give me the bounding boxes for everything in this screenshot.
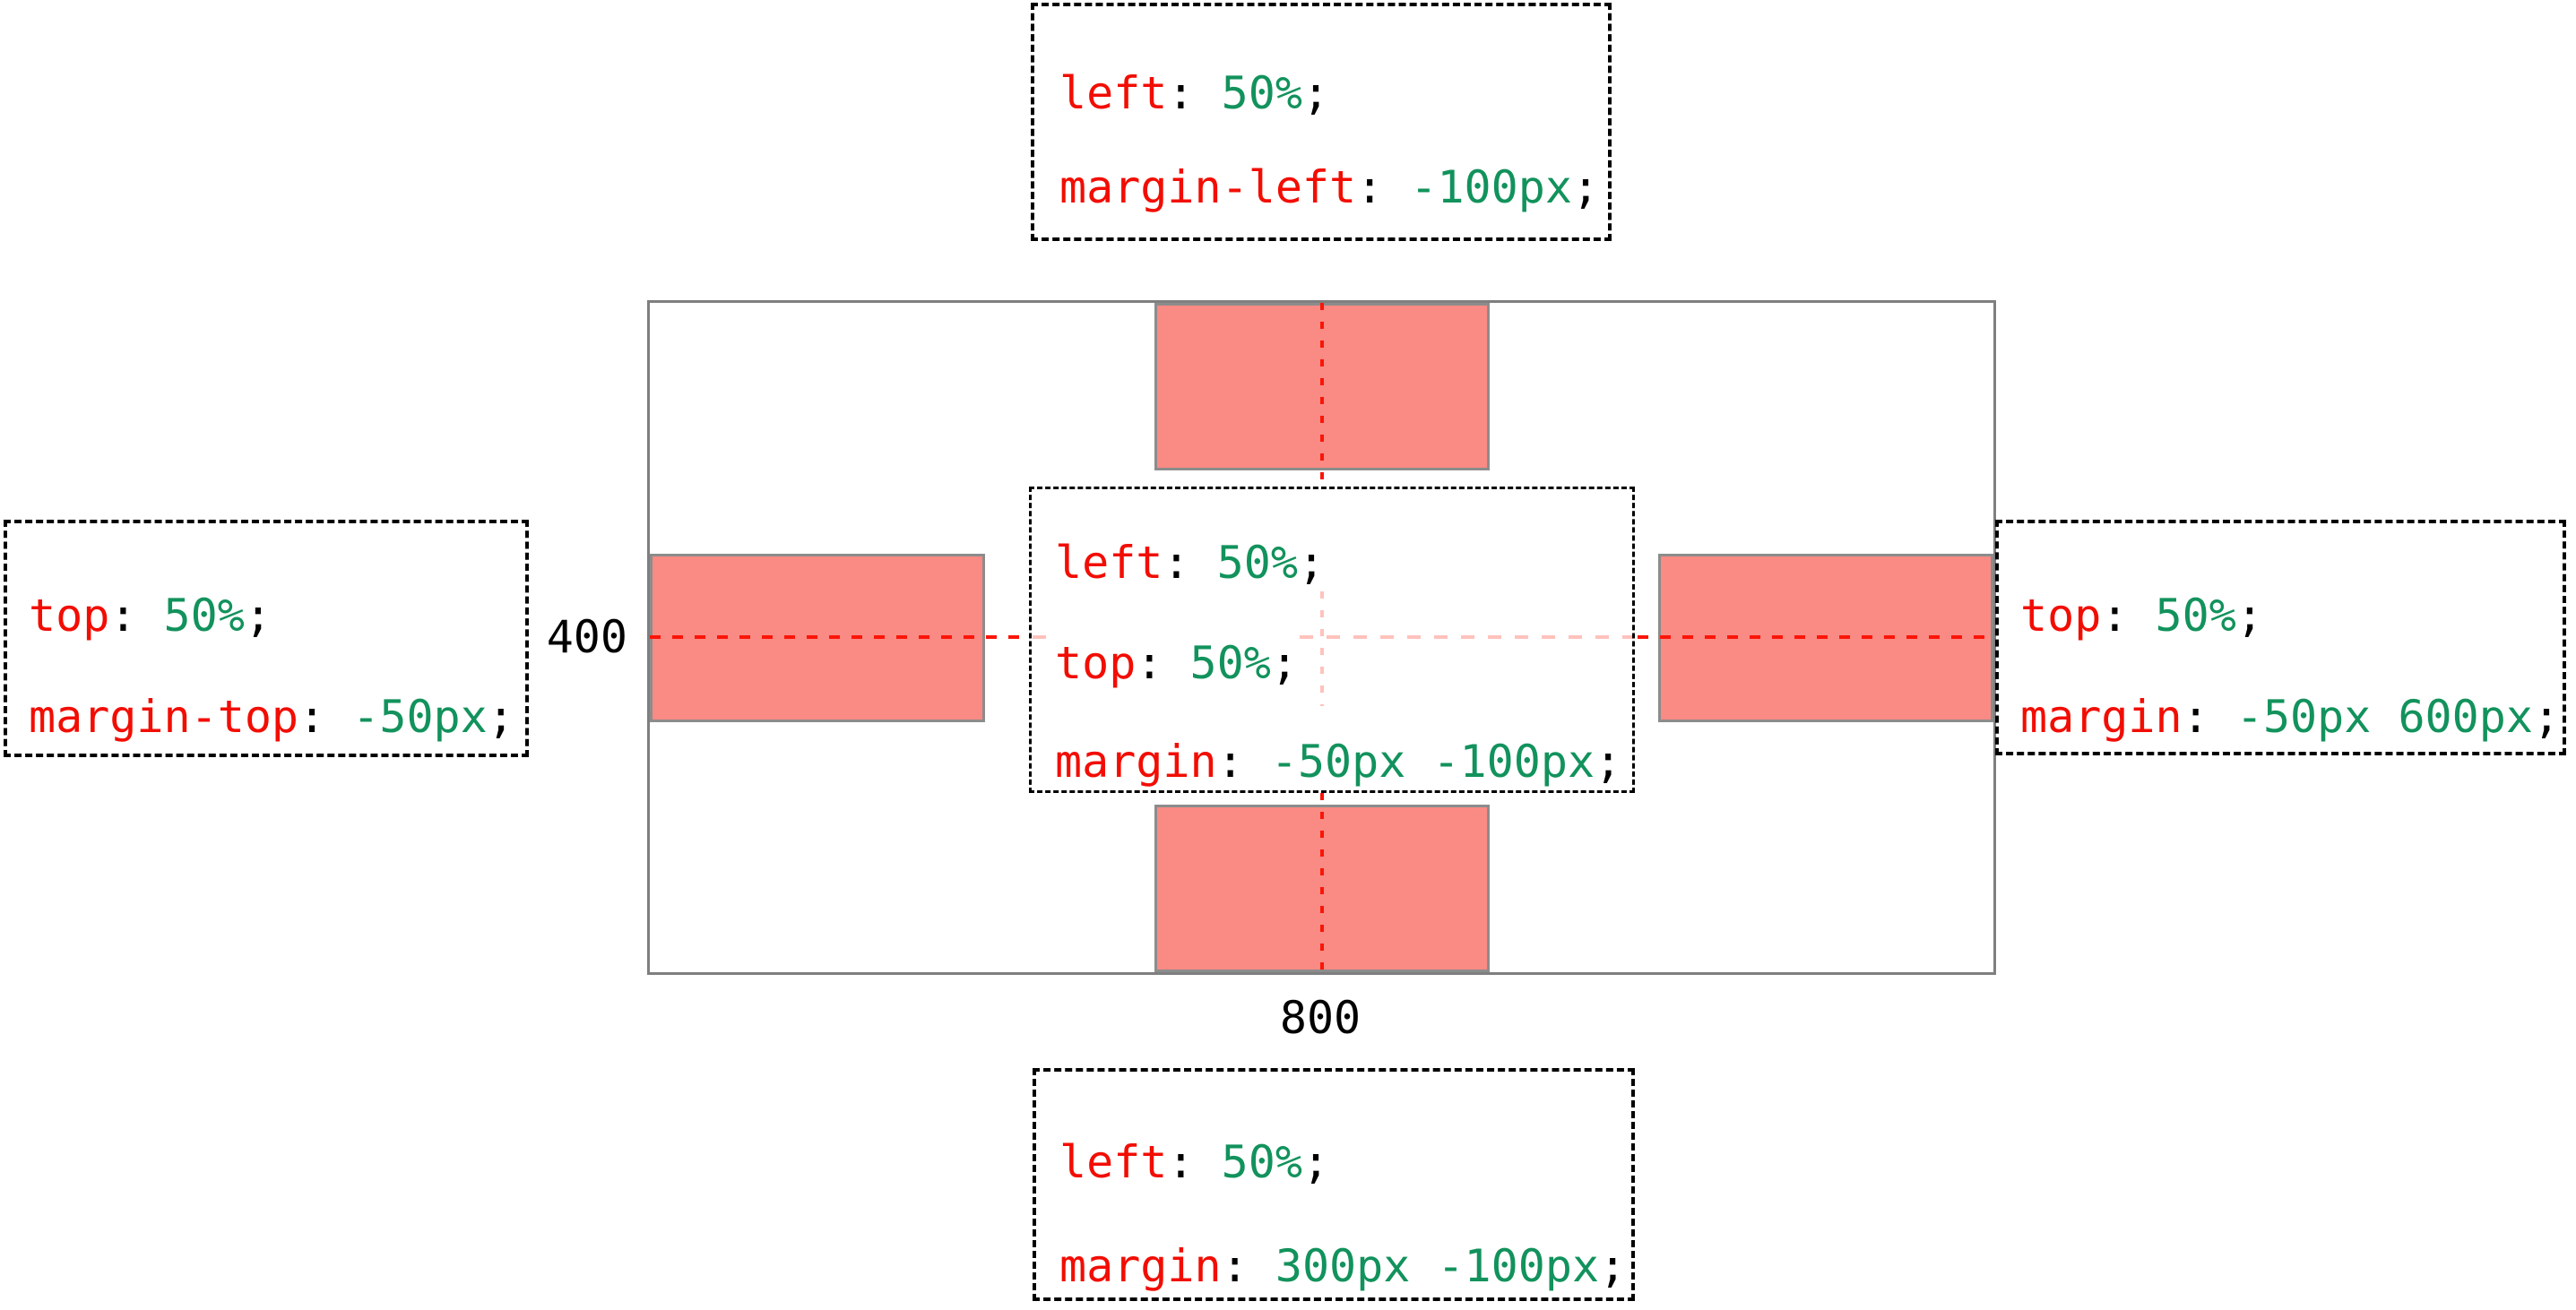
semicolon: ; — [1571, 161, 1600, 213]
css-property-name: margin — [1055, 736, 1217, 788]
semicolon: ; — [1599, 1240, 1627, 1292]
colon: : — [298, 691, 326, 743]
horizontal-center-guide-pink-stub — [1033, 635, 1046, 639]
colon: : — [1136, 637, 1163, 689]
horizontal-center-guide-left — [650, 635, 1027, 639]
colon: : — [1216, 736, 1244, 788]
css-property-name: margin — [2020, 691, 2183, 743]
css-property-name: left — [1059, 1136, 1168, 1188]
colon: : — [2101, 590, 2129, 642]
code-line: left: 50%; — [1059, 1137, 1631, 1187]
code-label-top: left: 50%; margin-left: -100px; — [1031, 3, 1612, 241]
semicolon: ; — [1270, 637, 1298, 689]
colon: : — [1356, 161, 1384, 213]
code-label-right: top: 50%; margin: -50px 600px; — [1995, 520, 2566, 755]
code-label-center-element: left: 50%; top: 50%; margin: -50px -100p… — [1029, 487, 1635, 793]
css-property-name: top — [29, 590, 110, 642]
code-label-bottom: left: 50%; margin: 300px -100px; — [1033, 1068, 1635, 1301]
css-property-name: margin — [1059, 1240, 1222, 1292]
vertical-center-guide-bottom — [1320, 793, 1324, 972]
code-line: margin-left: -100px; — [1059, 162, 1608, 212]
vertical-center-guide-pink — [1320, 591, 1324, 706]
css-property-value: 50% — [1194, 1136, 1302, 1188]
css-property-value: 50% — [136, 590, 245, 642]
code-line: margin-top: -50px; — [29, 692, 525, 742]
horizontal-center-guide-pink — [1300, 635, 1633, 639]
css-property-name: margin-left — [1059, 161, 1357, 213]
semicolon: ; — [487, 691, 514, 743]
colon: : — [1167, 1136, 1195, 1188]
code-line: margin: -50px -100px; — [1055, 737, 1632, 787]
code-line: margin: 300px -100px; — [1059, 1241, 1631, 1291]
vertical-center-guide-top — [1320, 303, 1324, 487]
css-property-name: top — [2020, 590, 2102, 642]
css-property-value: -50px 600px — [2209, 691, 2533, 743]
parent-container-outline — [647, 300, 1996, 975]
colon: : — [2182, 691, 2209, 743]
css-property-value: -50px -100px — [1243, 736, 1595, 788]
semicolon: ; — [1595, 736, 1622, 788]
semicolon: ; — [1301, 67, 1330, 119]
colon: : — [1221, 1240, 1249, 1292]
code-label-left: top: 50%; margin-top: -50px; — [4, 520, 529, 757]
css-property-value: 50% — [1189, 537, 1298, 589]
semicolon: ; — [1297, 537, 1326, 589]
code-line: left: 50%; — [1059, 68, 1608, 118]
css-property-value: 300px -100px — [1248, 1240, 1600, 1292]
code-line: top: 50%; — [29, 590, 525, 641]
code-line: margin: -50px 600px; — [2020, 692, 2563, 742]
css-property-value: -100px — [1383, 161, 1572, 213]
colon: : — [109, 590, 137, 642]
css-property-name: left — [1055, 537, 1163, 589]
code-line: left: 50%; — [1055, 538, 1632, 588]
colon: : — [1163, 537, 1190, 589]
css-property-value: 50% — [1194, 67, 1302, 119]
css-property-value: 50% — [2128, 590, 2236, 642]
css-property-name: left — [1059, 67, 1168, 119]
code-line: top: 50%; — [2020, 590, 2563, 641]
semicolon: ; — [244, 590, 272, 642]
css-property-value: 50% — [1163, 637, 1271, 689]
css-property-value: -50px — [325, 691, 488, 743]
semicolon: ; — [2532, 691, 2561, 743]
css-property-name: margin-top — [29, 691, 299, 743]
height-dimension-label: 400 — [546, 611, 627, 663]
horizontal-center-guide-right — [1638, 635, 1993, 639]
colon: : — [1167, 67, 1195, 119]
semicolon: ; — [1301, 1136, 1330, 1188]
css-property-name: top — [1055, 637, 1137, 689]
semicolon: ; — [2235, 590, 2263, 642]
width-dimension-label: 800 — [1279, 992, 1361, 1044]
code-line: top: 50%; — [1055, 638, 1632, 688]
